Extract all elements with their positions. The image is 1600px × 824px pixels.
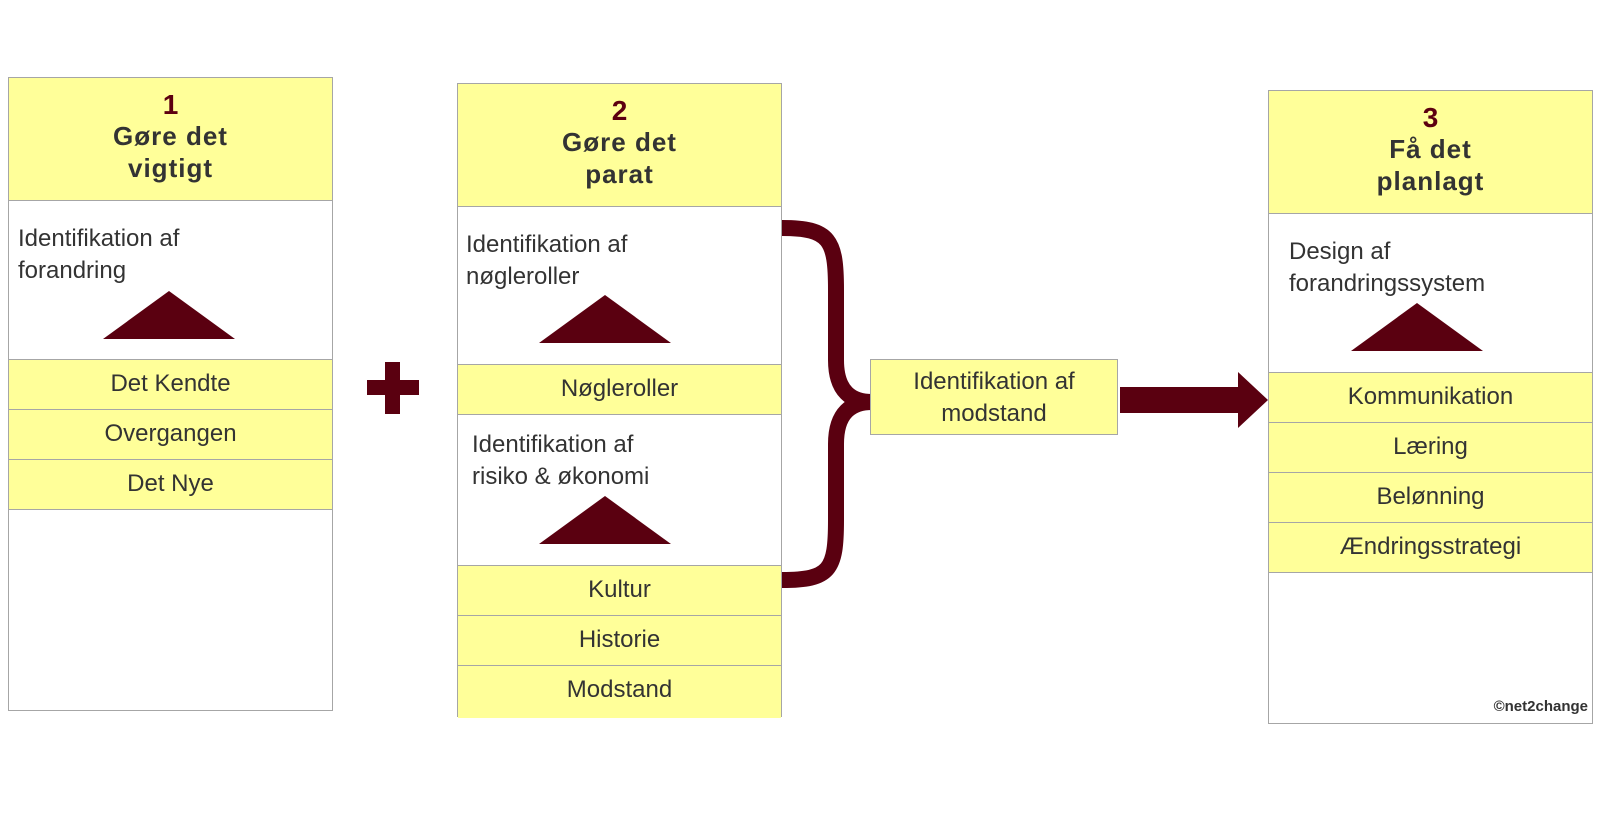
column-3-item: Læring (1269, 423, 1592, 473)
column-2-description-1-line2: nøgleroller (466, 263, 580, 290)
column-3-item: Kommunikation (1269, 372, 1592, 423)
column-2-item: Nøgleroller (458, 364, 781, 415)
arrow-head (1238, 372, 1268, 428)
column-1-description: Identifikation af forandring (18, 223, 179, 287)
column-1-item: Det Nye (9, 460, 332, 510)
column-3-description-line1: Design af (1289, 238, 1391, 265)
column-3-item: Ændringsstrategi (1269, 523, 1592, 573)
column-3-title-line1: Få det (1389, 134, 1472, 164)
column-1: 1 Gøre det vigtigt Identifikation af for… (8, 77, 333, 711)
column-2-title-line1: Gøre det (562, 127, 677, 157)
column-1-title-line2: vigtigt (128, 153, 213, 183)
column-3-header: 3 Få det planlagt (1269, 91, 1592, 214)
plus-icon (367, 362, 419, 414)
column-1-title-line1: Gøre det (113, 121, 228, 151)
column-3: 3 Få det planlagt Design af forandringss… (1268, 90, 1593, 724)
column-2-item: Kultur (458, 565, 781, 616)
column-1-description-line2: forandring (18, 257, 127, 284)
brace-connector (781, 220, 873, 588)
column-2-triangle-1 (539, 295, 671, 343)
center-box-line2: modstand (941, 400, 1047, 427)
column-2-item: Modstand (458, 666, 781, 718)
column-3-item: Belønning (1269, 473, 1592, 523)
center-box: Identifikation af modstand (870, 359, 1118, 435)
column-2-description-2: Identifikation af risiko & økonomi (472, 429, 649, 493)
column-2-title-line2: parat (585, 159, 654, 189)
column-3-triangle (1351, 303, 1483, 351)
column-2-header: 2 Gøre det parat (458, 84, 781, 207)
column-2-triangle-2 (539, 496, 671, 544)
column-2-description-1-line1: Identifikation af (466, 231, 628, 258)
column-1-triangle (103, 291, 235, 339)
column-3-description-line2: forandringssystem (1289, 270, 1486, 297)
column-3-description: Design af forandringssystem (1289, 236, 1485, 300)
column-2-description-2-line1: Identifikation af (472, 431, 634, 458)
column-2-description-2-line2: risiko & økonomi (472, 463, 650, 490)
column-1-header: 1 Gøre det vigtigt (9, 78, 332, 201)
column-1-item: Overgangen (9, 410, 332, 460)
column-2-description-1: Identifikation af nøgleroller (466, 229, 627, 293)
column-3-title-line2: planlagt (1376, 166, 1485, 196)
column-1-description-line1: Identifikation af (18, 225, 180, 252)
column-1-item: Det Kendte (9, 359, 332, 410)
column-1-number: 1 (162, 89, 179, 120)
center-box-line1: Identifikation af (913, 368, 1075, 395)
copyright-label: ©net2change (1493, 698, 1588, 715)
column-2-number: 2 (611, 95, 628, 126)
arrow-shaft (1120, 387, 1240, 413)
column-2-item: Historie (458, 616, 781, 666)
column-3-number: 3 (1422, 102, 1439, 133)
column-2: 2 Gøre det parat Identifikation af nøgle… (457, 83, 782, 718)
